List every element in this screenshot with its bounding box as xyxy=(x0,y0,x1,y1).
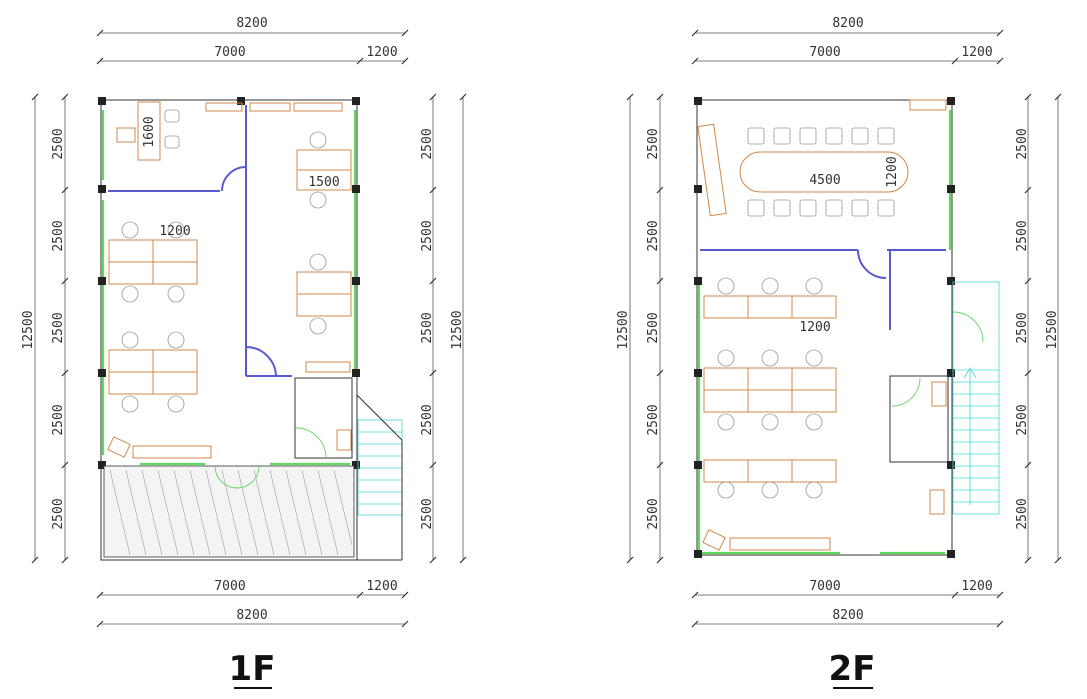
dim-1f-right-row: 2500 xyxy=(420,404,435,435)
dim-2f-top-main: 7000 xyxy=(809,45,840,60)
plan-2f: 8200 7000 1200 7000 1200 8200 12500 2500… xyxy=(616,16,1062,689)
floor-label-1f: 1F xyxy=(229,649,276,689)
dim-1f-left-row: 2500 xyxy=(51,498,66,529)
dim-2f-top-total: 8200 xyxy=(832,16,863,31)
dim-2f-top-side: 1200 xyxy=(961,45,992,60)
dim-2f-left-row: 2500 xyxy=(646,498,661,529)
dim-2f-right-row: 2500 xyxy=(1015,404,1030,435)
dim-1f-bottom-side: 1200 xyxy=(366,579,397,594)
dim-1f-top-side: 1200 xyxy=(366,45,397,60)
dim-2f-bottom-side: 1200 xyxy=(961,579,992,594)
annotation-1f-office: 1600 xyxy=(142,116,157,147)
dim-2f-left-row: 2500 xyxy=(646,312,661,343)
dim-2f-right-row: 2500 xyxy=(1015,128,1030,159)
dim-2f-right-row: 2500 xyxy=(1015,220,1030,251)
dim-1f-right-row: 2500 xyxy=(420,220,435,251)
dim-1f-bottom-main: 7000 xyxy=(214,579,245,594)
floor-label-2f: 2F xyxy=(829,649,876,689)
dim-2f-bottom-main: 7000 xyxy=(809,579,840,594)
dim-2f-bottom-total: 8200 xyxy=(832,608,863,623)
annotation-1f-desk: 1500 xyxy=(308,175,339,190)
dim-1f-left-row: 2500 xyxy=(51,404,66,435)
dim-2f-left-row: 2500 xyxy=(646,128,661,159)
annotation-1f-cluster: 1200 xyxy=(159,224,190,239)
dim-2f-left-row: 2500 xyxy=(646,220,661,251)
dim-1f-right-row: 2500 xyxy=(420,498,435,529)
annotation-2f-cluster: 1200 xyxy=(799,320,830,335)
dim-2f-right-row: 2500 xyxy=(1015,312,1030,343)
dim-2f-right-row: 2500 xyxy=(1015,498,1030,529)
dim-2f-right-total: 12500 xyxy=(1045,310,1060,349)
dim-1f-top-main: 7000 xyxy=(214,45,245,60)
dim-1f-left-row: 2500 xyxy=(51,220,66,251)
annotation-2f-table-length: 4500 xyxy=(809,173,840,188)
dim-2f-left-total: 12500 xyxy=(616,310,631,349)
dim-1f-bottom-total: 8200 xyxy=(236,608,267,623)
dim-1f-top-total: 8200 xyxy=(236,16,267,31)
annotation-2f-table-width: 1200 xyxy=(885,156,900,187)
dim-1f-right-total: 12500 xyxy=(450,310,465,349)
dim-1f-left-total: 12500 xyxy=(21,310,36,349)
dim-1f-right-row: 2500 xyxy=(420,312,435,343)
dim-1f-left-row: 2500 xyxy=(51,128,66,159)
dim-1f-left-row: 2500 xyxy=(51,312,66,343)
dim-1f-right-row: 2500 xyxy=(420,128,435,159)
dim-2f-left-row: 2500 xyxy=(646,404,661,435)
plan-1f: 8200 7000 1200 7000 1200 8200 12500 2500… xyxy=(21,16,467,689)
entrance-hatch xyxy=(103,465,355,558)
